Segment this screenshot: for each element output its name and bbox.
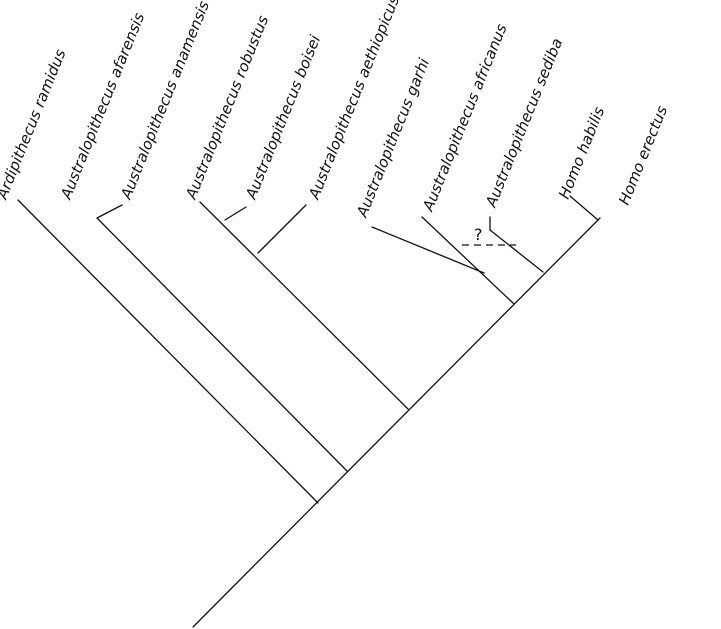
branch-afarensis-anamensis-clade	[97, 218, 347, 471]
branch-garhi	[372, 227, 484, 273]
uncertain-question-mark: ?	[474, 225, 483, 244]
label-ardipithecus-ramidus: Ardipithecus ramidus	[0, 46, 70, 202]
main-trunk	[193, 218, 600, 627]
branch-aethiopicus	[258, 205, 306, 253]
branch-ardipithecus-ramidus	[18, 200, 318, 503]
branch-homo-habilis	[570, 196, 598, 220]
branch-sediba-lower	[490, 230, 543, 272]
branch-anamensis	[97, 205, 122, 218]
label-homo-erectus: Homo erectus	[615, 103, 671, 207]
branch-boisei	[225, 207, 246, 220]
label-homo-habilis: Homo habilis	[555, 104, 608, 201]
branch-africanus	[422, 217, 514, 304]
branch-robustus	[200, 202, 408, 409]
